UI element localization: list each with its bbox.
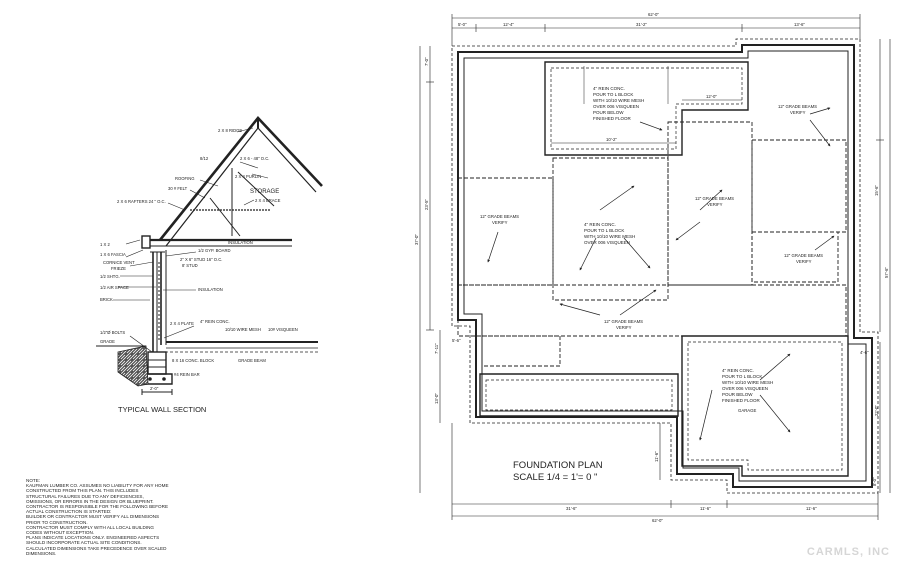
dim-left-e: 13'-0" [434,393,439,404]
note-line: DIMENSIONS. [26,550,57,556]
dim-right-c: 22'-0" [874,405,879,416]
label-drywall: 1/2 GYP. BOARD [198,248,231,253]
label-storage: STORAGE [250,189,279,195]
dim-left-c: 7'-11" [434,343,439,354]
foundation-outline [457,44,873,488]
note-beam-left: 12" GRADE BEAMS VERIFY [480,214,520,225]
label-studs: 2" X 6" STUD 16" O.C. [180,257,222,262]
label-brick: BRICK [100,297,113,302]
foundation-plan [419,14,891,520]
note-line: ACTUAL CONSTRUCTION IS STARTED: [26,509,112,515]
dim-bottom-c: 11'-6" [806,506,817,511]
dim-bottom-a: 31'-6" [566,506,577,511]
dim-left-d: 5'-6" [452,338,461,343]
label-visqueen: 10# VISQUEEN [268,327,298,332]
label-1x2: 1 X 2 [100,242,110,247]
note-line: CONTRACTOR IS RESPONSIBLE FOR THE FOLLOW… [26,504,169,510]
label-cornice: CORNICE VENT [103,260,135,265]
label-grade-beam: GRADE BEAM [238,358,266,363]
label-garage: GARAGE [738,408,757,413]
foundation-plan-scale: SCALE 1/4 = 1'= 0 " [513,472,597,483]
note-line: CALCULATED DIMENSIONS TAKE PRECEDENCE OV… [26,545,167,551]
label-conc: 4" REIN CONC. [200,319,230,324]
note-line: NOTE: [26,478,41,483]
dim-left-b: 23'-5" [424,199,429,210]
note-line: CODES WITHOUT EXCEPTION. [26,530,95,536]
dim-left-a: 7'-0" [424,57,429,66]
label-mesh: 10/10 WIRE MESH [225,327,261,332]
label-brace: 2 X 4 BRACE [255,198,281,203]
dim-left-f: 11'-6" [654,451,659,462]
note-conc-top: 4" REIN CONC. POUR TO L BLOCK WITH 10/10… [593,86,646,121]
label-pitch: 8/12 [200,156,209,161]
label-insulation-wall: INSULATION [198,287,223,292]
watermark: CARMLS, INC [806,546,890,558]
note-beam-right-top: 12" GRADE BEAMS VERIFY [778,104,818,115]
liability-notes: NOTE: KAUFMAN LUMBER CO. ASSUMES NO LIAB… [26,478,196,556]
note-beam-center: 12" GRADE BEAMS VERIFY [695,196,735,207]
note-conc-mid: 4" REIN CONC. POUR TO L BLOCK WITH 10/10… [584,222,637,245]
dim-right-d: 8'-0" [872,477,877,486]
dim-overall-top: 62'-0" [648,12,659,17]
dim-right-b: 4'-6" [860,350,869,355]
label-ridge: 2 X 8 RIDGE [218,128,242,133]
foundation-plan-labels: 62'-0" 5'-0" 12'-4" 31'-2" 13'-6" 12'-0"… [414,12,889,523]
dim-left-overall: 37'-0" [414,234,419,245]
label-plate: 2 X 4 PLATE [170,321,194,326]
dim-top-c: 31'-2" [636,22,647,27]
label-roofing: ROOFING [175,176,195,181]
label-stud-height: 8' STUD [182,263,198,268]
dim-overall-bottom: 62'-0" [652,518,663,523]
label-grade: GRADE [100,339,115,344]
note-line: KAUFMAN LUMBER CO. ASSUMES NO LIABILITY … [26,483,169,489]
dim-inner-a: 12'-0" [706,94,717,99]
label-frieze: FRIEZE [111,266,126,271]
label-rafters: 2 X 6 RAFTERS 24 " O.C. [117,199,166,204]
label-insulation-top: INSULATION [228,240,253,245]
note-line: OMISSIONS, OR ERRORS IN THE DESIGN OR BL… [26,498,154,504]
note-beam-right-mid: 12" GRADE BEAMS VERIFY [784,253,824,264]
foundation-plan-title: FOUNDATION PLAN [513,460,603,471]
note-line: PLANS INDICATE LOCATIONS ONLY. ENGINEERE… [26,535,160,541]
note-line: BUILDER OR CONTRACTOR MUST VERIFY ALL DI… [26,514,160,520]
label-bolts: 1/2"Ø BOLTS [100,330,125,335]
dim-top-d: 13'-6" [794,22,805,27]
label-sheathing: 1/2 SHTG. [100,274,120,279]
wall-section-labels: 2 X 8 RIDGE 8/12 2 X 6 - 48" O.C. ROOFIN… [100,128,298,414]
label-felt: 30 # FELT [168,186,188,191]
note-line: CONTRACTOR MUST COMPLY WITH ALL LOCAL BU… [26,524,154,530]
dim-top-b: 12'-4" [503,22,514,27]
label-block: 8 X 16 CONC. BLOCK [172,358,214,363]
note-beam-bottom: 12" GRADE BEAMS VERIFY [604,319,644,330]
label-air-space: 1/2 AIR SPACE [100,285,129,290]
label-purlin: 2 X 4 PURLIN [235,174,261,179]
dim-top-a: 5'-0" [458,22,467,27]
note-line: PRIOR TO CONSTRUCTION. [26,519,88,525]
note-conc-garage: 4" REIN CONC. POUR TO L BLOCK WITH 10/10… [722,368,775,403]
dim-bottom-b: 11'-6" [700,506,711,511]
label-fascia: 1 X 6 FASCIA [100,252,126,257]
label-footing-width: 2'-0" [150,386,159,391]
dim-inner-b: 10'-2" [606,137,617,142]
wall-section-title: TYPICAL WALL SECTION [118,405,206,414]
wall-section [96,116,323,395]
dim-right-a: 15'-6" [874,185,879,196]
note-line: STRUCTURAL FAILURES DUE TO ANY DEFICIENC… [26,493,144,499]
note-line: SHOULD INCORPORATE ACTUAL SITE CONDITION… [26,540,142,546]
dim-right-overall: 57'-6" [884,267,889,278]
label-ceiling-joist: 2 X 6 - 48" O.C. [240,156,269,161]
note-line: CONSTRUCTED FROM THIS PLAN. THIS INCLUDE… [26,488,139,494]
label-rebar: #4 REIN BAR [174,372,200,377]
